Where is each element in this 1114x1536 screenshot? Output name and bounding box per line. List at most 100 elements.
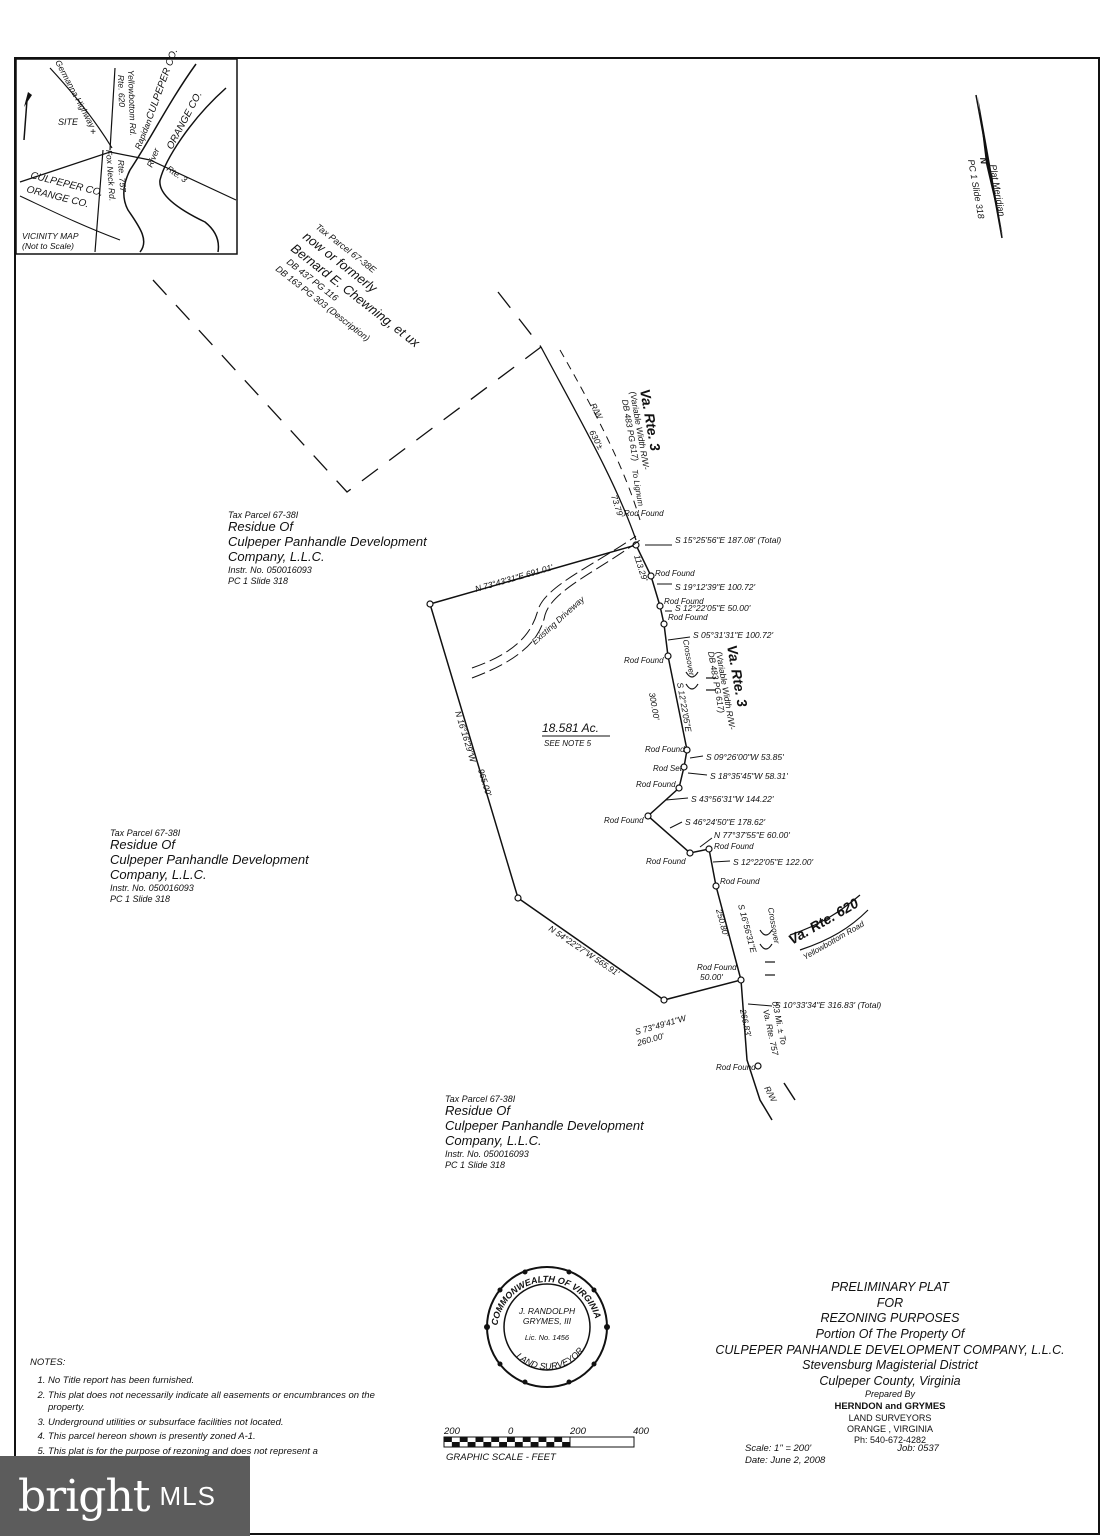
call-113-29: 113.29' [632, 554, 650, 583]
label-rod-9: Rod Found [646, 857, 686, 866]
scale-cell [444, 1437, 452, 1442]
parcel-top-line2: Culpeper Panhandle Development [228, 534, 427, 550]
scale-0: 0 [508, 1426, 514, 1437]
rw-top: R/W [588, 401, 605, 421]
label-rod-11: Rod Found [720, 877, 760, 886]
parcel-south-line2: Culpeper Panhandle Development [445, 1118, 644, 1134]
title-t3: REZONING PURPOSES [820, 1311, 960, 1326]
call-c1: S 15°25'56"E 187.08' (Total) [675, 535, 781, 545]
call-west-brg: N 16°16'29"W [453, 710, 478, 764]
corner-s [660, 996, 668, 1004]
note-3: Underground utilities or subsurface faci… [48, 1417, 390, 1429]
corner-nw [426, 600, 434, 608]
label-rod-1: Rod Found [624, 509, 664, 518]
scale-cell [546, 1442, 555, 1447]
parcel-west-line3: Company, L.L.C. [110, 867, 207, 883]
svg-text:LAND SURVEYOR: LAND SURVEYOR [514, 1345, 585, 1371]
label-rod-12: Rod Found [697, 963, 737, 972]
vicinity-label-yellowbottom: Yellowbottom Rd. [126, 70, 138, 136]
to-lignum: To Lignum [630, 469, 645, 507]
call-c9: S 46°24'50"E 178.62' [685, 817, 765, 827]
rod-found-9 [686, 849, 694, 857]
driveway-label: Existing Driveway [530, 594, 587, 647]
crossover-symbols [685, 671, 869, 976]
scale-cell [491, 1437, 500, 1442]
crossover-label-2: Crossover [766, 907, 781, 945]
seal-name2: GRYMES, III [523, 1316, 572, 1326]
vicinity-label-fox-neck: Fox Neck Rd. [104, 149, 118, 201]
plat-border [14, 57, 1100, 1535]
rod-found-12 [737, 976, 745, 984]
meridian-ref: PC 1 Slide 318 [966, 159, 986, 220]
title-city: ORANGE , VIRGINIA [846, 1423, 933, 1434]
parcel-top-line3: Company, L.L.C. [228, 549, 325, 565]
parcel-top-tax: Tax Parcel 67-38I [228, 510, 299, 520]
scale-200b: 200 [569, 1426, 587, 1437]
vicinity-river-west [123, 63, 197, 253]
rte3-rw-north [540, 346, 637, 541]
vicinity-germanna-road [49, 67, 113, 149]
call-c15: 266.83' [738, 1007, 754, 1037]
scale-cell [507, 1437, 515, 1442]
title-block: PRELIMINARY PLAT FOR REZONING PURPOSES P… [700, 1280, 1080, 1446]
parcel-south-block: Tax Parcel 67-38I Residue Of Culpeper Pa… [445, 1094, 644, 1170]
call-c8: S 43°56'31"W 144.22' [691, 794, 774, 804]
scale-cell [467, 1442, 476, 1447]
meridian-n: N [978, 157, 989, 166]
label-rod-5: Rod Found [624, 656, 664, 665]
title-t7: Culpeper County, Virginia [819, 1373, 961, 1388]
rte3-rw-south [740, 979, 773, 1121]
scale-cell [451, 1442, 460, 1447]
scale-cell [483, 1442, 492, 1447]
parcel-west-pc: PC 1 Slide 318 [110, 893, 171, 904]
rod-found-11 [712, 882, 720, 890]
call-c5-dist: 300.00' [647, 692, 662, 721]
note-2: This plat does not necessarily indicate … [48, 1390, 390, 1414]
scale-cell [459, 1437, 468, 1442]
vicinity-river-east [159, 87, 227, 253]
title-t1: PRELIMINARY PLAT [831, 1280, 949, 1294]
rod-found-4 [660, 620, 668, 628]
vicinity-map-box [15, 58, 238, 255]
watermark-suffix: MLS [159, 1480, 216, 1511]
label-rod-3: Rod Found [664, 597, 704, 606]
rod-found-6 [683, 746, 691, 754]
parcel-west-block: Tax Parcel 67-38I Residue Of Culpeper Pa… [110, 828, 309, 904]
vicinity-label-rte3: Rte. 3 [165, 163, 190, 184]
parcel-south-instr: Instr. No. 050016093 [445, 1149, 529, 1160]
chewning-line [152, 279, 542, 493]
vicinity-rte3-road [19, 151, 237, 201]
parcel-top-line1: Residue Of [228, 519, 294, 535]
existing-driveway [471, 539, 641, 679]
vicinity-fox-neck-road [94, 149, 104, 253]
label-rod-13: Rod Found [716, 1063, 756, 1072]
parcel-top-block: Tax Parcel 67-38I Residue Of Culpeper Pa… [228, 510, 427, 586]
call-c4: S 05°31'31"E 100.72' [693, 630, 773, 640]
parcel-west-tax: Tax Parcel 67-38I [110, 828, 181, 838]
title-firm: HERNDON and GRYMES [834, 1400, 946, 1412]
vicinity-label-rte757: Rte. 757 [116, 159, 128, 192]
acreage: 18.581 Ac. [542, 721, 599, 735]
call-sw-line: N 54°22'27"W 565.91' [547, 923, 622, 978]
parcel-south-pc: PC 1 Slide 318 [445, 1159, 506, 1170]
title-firm2: LAND SURVEYORS [848, 1412, 932, 1423]
call-c3: S 12°22'05"E 50.00' [675, 603, 751, 613]
meridian-arrow-icon [978, 97, 1003, 237]
title-phone: Ph: 540-672-4282 [853, 1435, 927, 1445]
seal-lic: Lic. No. 1456 [525, 1333, 570, 1342]
vicinity-rte620-road [109, 67, 116, 151]
rod-found-3 [656, 602, 664, 610]
call-c10: N 77°37'55"E 60.00' [714, 830, 790, 840]
rod-found-13 [754, 1062, 762, 1070]
call-c13: 50.00' [700, 972, 723, 982]
call-c7: S 18°35'45"W 58.31' [710, 771, 788, 781]
title-t6: Stevensburg Magisterial District [802, 1358, 978, 1373]
graphic-scale [443, 1436, 635, 1448]
vicinity-label-river: River [145, 146, 162, 169]
surveyor-seal: COMMONWEALTH OF VIRGINIA LAND SURVEYOR J… [484, 1266, 610, 1388]
corner-w [514, 894, 522, 902]
rte620-name: Va. Rte. 620 [786, 895, 862, 948]
vicinity-north-arrow-icon [24, 92, 32, 107]
vicinity-label-orange-ne: ORANGE CO. [165, 90, 205, 152]
